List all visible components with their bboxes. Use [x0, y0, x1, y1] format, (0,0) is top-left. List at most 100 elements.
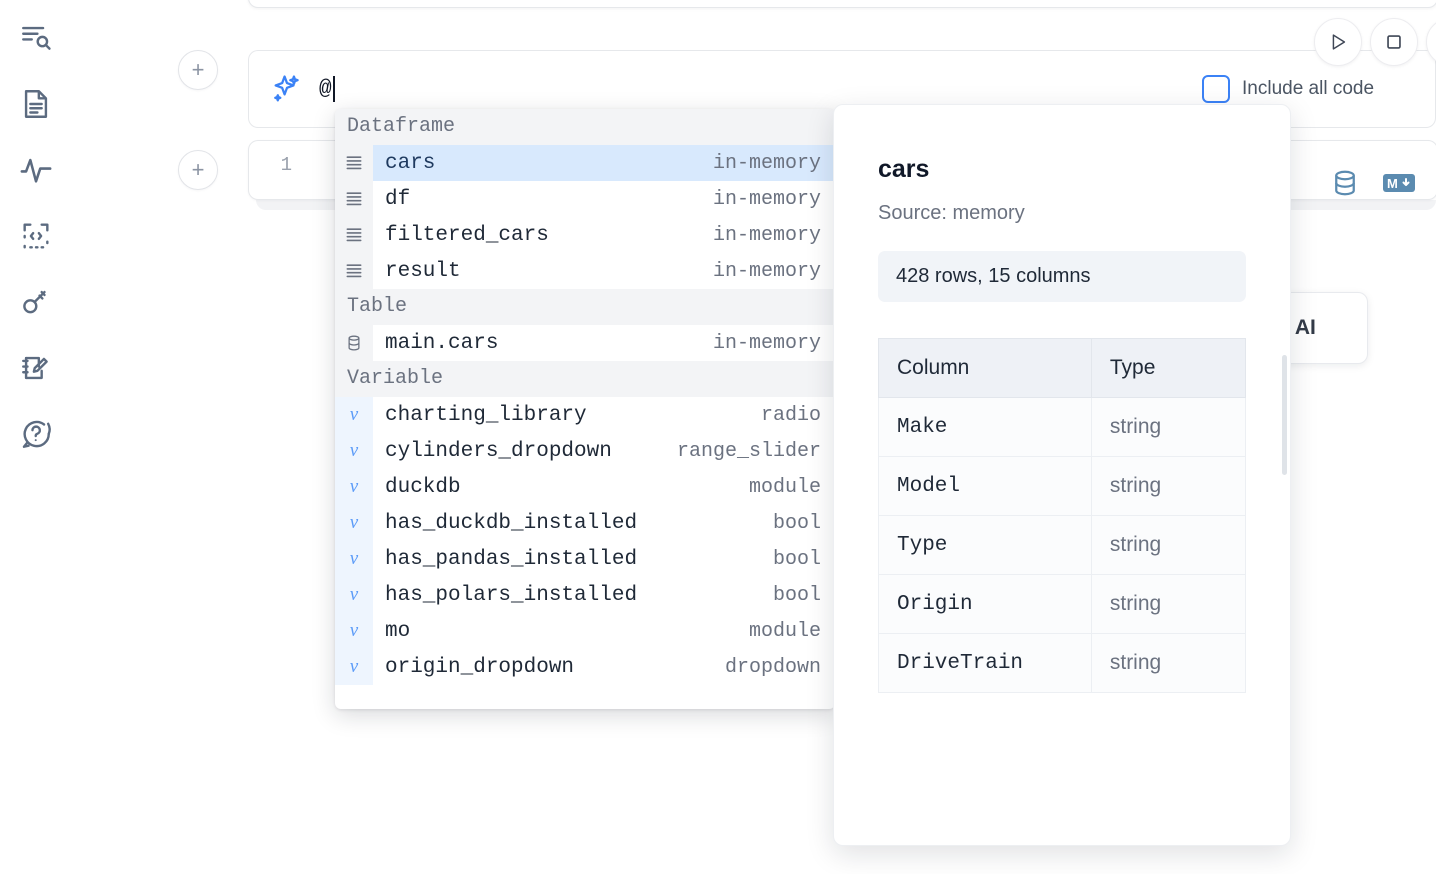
schema-column-name: Make — [878, 397, 1092, 457]
autocomplete-item-body: origin_dropdown dropdown — [373, 649, 835, 685]
variable-icon: v — [335, 433, 373, 469]
line-number: 1 — [280, 154, 292, 176]
dataframe-icon — [335, 217, 373, 253]
notebook-icon[interactable] — [14, 82, 58, 126]
add-cell-button-bottom[interactable]: + — [178, 150, 218, 190]
stop-button[interactable] — [1370, 18, 1418, 66]
autocomplete-item-name: df — [385, 187, 411, 211]
detail-stats-badge: 428 rows, 15 columns — [878, 251, 1246, 302]
autocomplete-item-kind: in-memory — [712, 187, 821, 211]
svg-text:M: M — [1387, 176, 1398, 191]
autocomplete-item-kind: bool — [772, 547, 821, 571]
variable-icon: v — [335, 541, 373, 577]
activity-icon[interactable] — [14, 148, 58, 192]
schema-column-name: Origin — [878, 574, 1092, 634]
autocomplete-item[interactable]: df in-memory — [335, 181, 835, 217]
dataframe-icon — [335, 253, 373, 289]
autocomplete-item-name: origin_dropdown — [385, 655, 575, 679]
left-icon-rail — [0, 0, 72, 874]
autocomplete-item-kind: module — [748, 475, 821, 499]
cell-action-icons: M — [1330, 168, 1416, 203]
autocomplete-item-kind: in-memory — [712, 223, 821, 247]
secrets-icon[interactable] — [14, 280, 58, 324]
autocomplete-group-header: Variable — [335, 361, 835, 397]
autocomplete-item[interactable]: cars in-memory — [335, 145, 835, 181]
autocomplete-item-body: has_duckdb_installed bool — [373, 505, 835, 541]
autocomplete-item-body: mo module — [373, 613, 835, 649]
autocomplete-item-kind: bool — [772, 583, 821, 607]
variable-icon: v — [335, 613, 373, 649]
autocomplete-item-name: mo — [385, 619, 411, 643]
database-icon[interactable] — [1330, 168, 1360, 203]
include-all-code-label: Include all code — [1242, 78, 1375, 99]
plus-icon: + — [191, 57, 205, 82]
schema-column-type: string — [1090, 397, 1247, 457]
cell-above — [248, 0, 1436, 8]
schema-column-name: Model — [878, 456, 1092, 516]
add-cell-button-top[interactable]: + — [178, 50, 218, 90]
autocomplete-item-kind: module — [748, 619, 821, 643]
autocomplete-item-name: charting_library — [385, 403, 587, 427]
autocomplete-item-body: df in-memory — [373, 181, 835, 217]
autocomplete-item-name: cars — [385, 151, 436, 175]
dataframe-icon — [335, 145, 373, 181]
text-caret — [332, 76, 335, 102]
autocomplete-item-kind: bool — [772, 511, 821, 535]
markdown-icon[interactable]: M — [1382, 171, 1416, 200]
plus-icon: + — [191, 157, 205, 182]
ai-prompt-input[interactable]: @ — [319, 77, 332, 101]
autocomplete-group-header: Table — [335, 289, 835, 325]
run-button[interactable] — [1314, 18, 1362, 66]
variable-icon: v — [335, 577, 373, 613]
help-icon[interactable] — [14, 412, 58, 456]
schema-column-type: string — [1090, 633, 1247, 693]
sparkles-icon — [269, 72, 303, 106]
schema-column-type: string — [1090, 515, 1247, 575]
autocomplete-item-kind: dropdown — [724, 655, 821, 679]
snippets-icon[interactable] — [14, 214, 58, 258]
detail-scrollbar[interactable] — [1282, 355, 1287, 475]
scratchpad-icon[interactable] — [14, 346, 58, 390]
schema-table-header-cell: Type — [1090, 338, 1247, 398]
dataframe-icon — [335, 181, 373, 217]
completion-detail-panel: cars Source: memory 428 rows, 15 columns… — [833, 104, 1291, 846]
autocomplete-item-name: has_duckdb_installed — [385, 511, 638, 535]
autocomplete-item-kind: in-memory — [712, 259, 821, 283]
schema-column-name: Type — [878, 515, 1092, 575]
autocomplete-item-name: main.cars — [385, 331, 499, 355]
autocomplete-item-kind: in-memory — [694, 151, 821, 175]
include-all-code-checkbox[interactable] — [1202, 75, 1230, 103]
detail-title: cars — [878, 155, 930, 183]
explore-icon[interactable] — [14, 16, 58, 60]
include-all-code-toggle[interactable]: Include all code — [1202, 75, 1374, 103]
autocomplete-group-header: Dataframe — [335, 109, 835, 145]
